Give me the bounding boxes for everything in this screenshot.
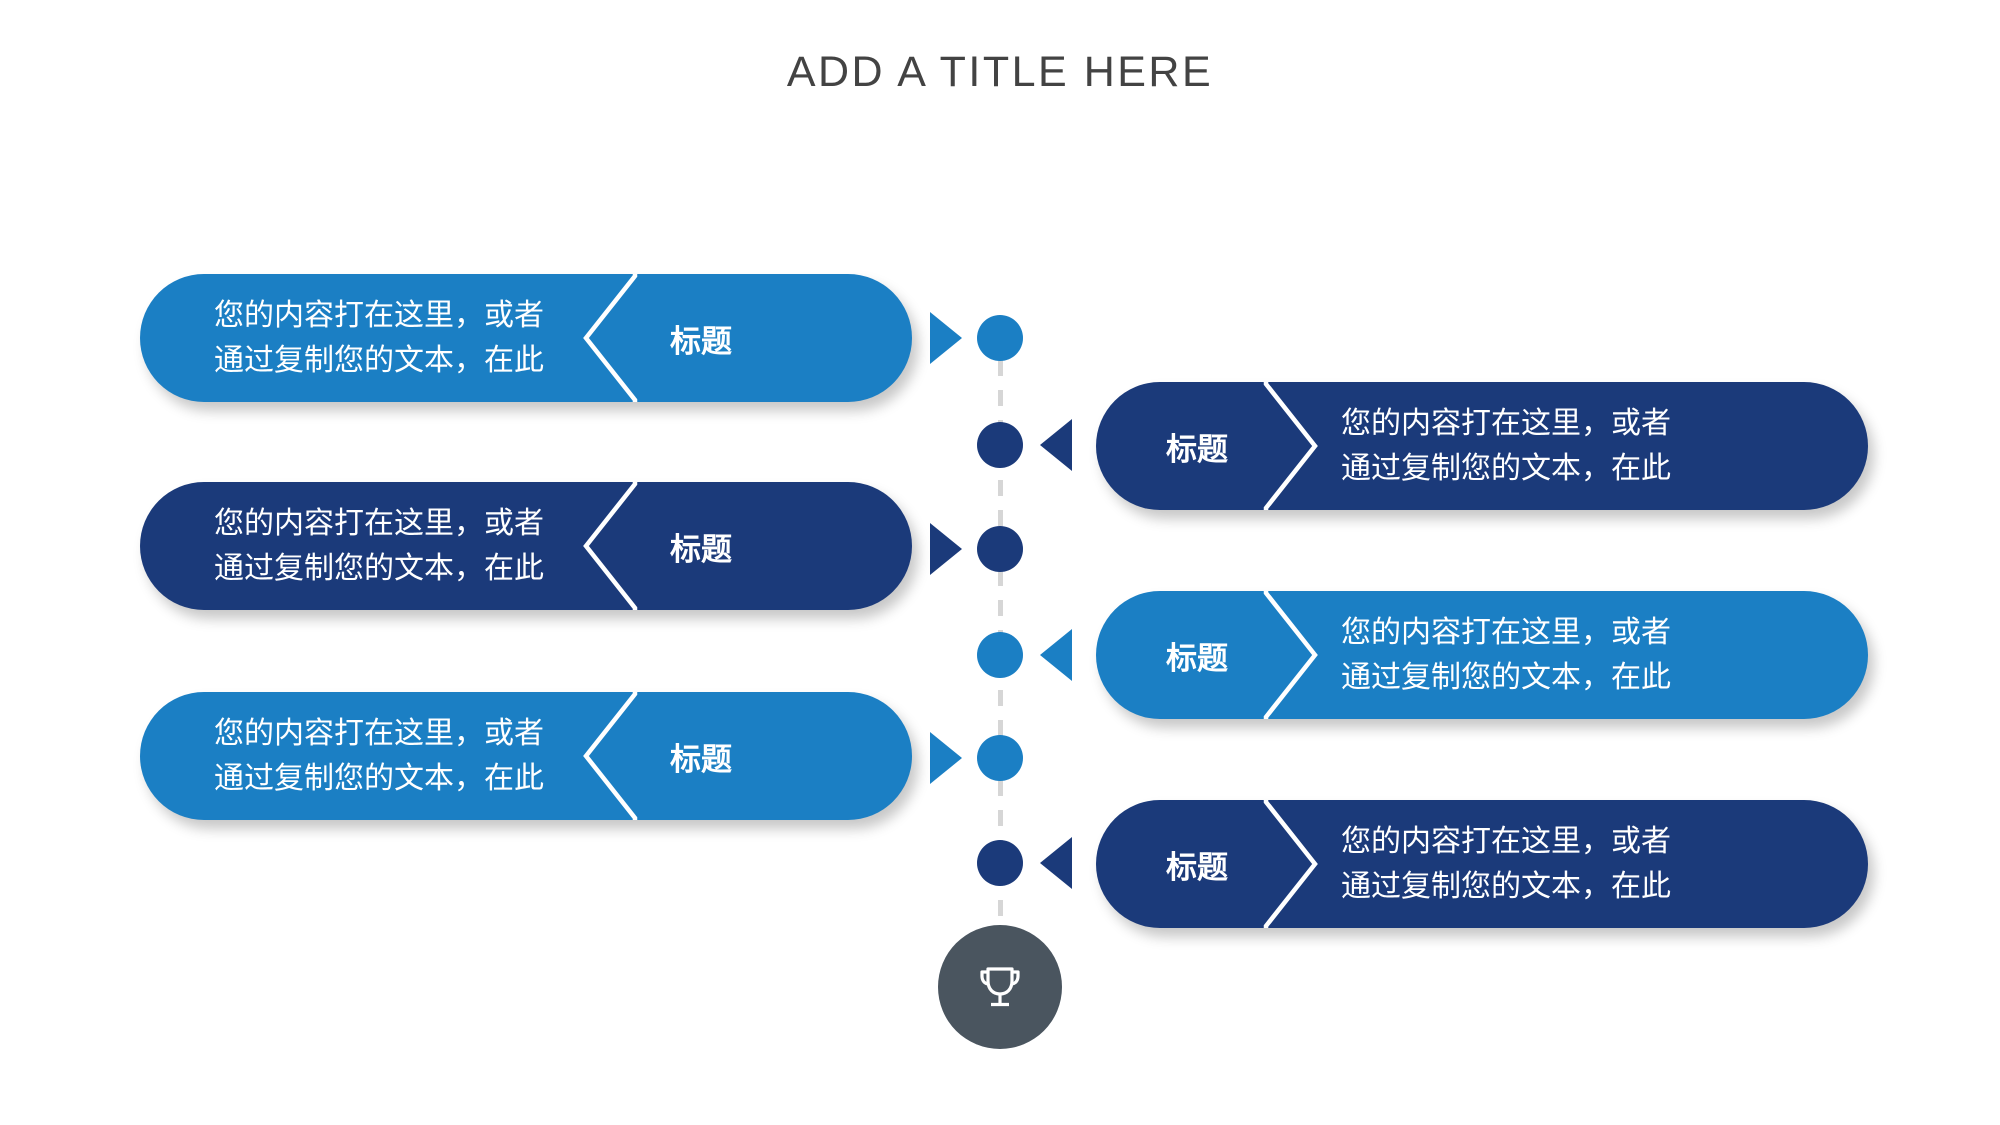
left-card-1-label: 标题 <box>670 323 732 360</box>
timeline-dot-3[interactable] <box>977 526 1023 572</box>
right-card-1[interactable]: 标题 您的内容打在这里，或者 通过复制您的文本，在此 <box>1096 382 1868 510</box>
right-card-2-label: 标题 <box>1166 640 1228 677</box>
right-card-2[interactable]: 标题 您的内容打在这里，或者 通过复制您的文本，在此 <box>1096 591 1868 719</box>
right-card-1-label: 标题 <box>1166 431 1228 468</box>
timeline-dot-1[interactable] <box>977 315 1023 361</box>
arrow-left-item-2 <box>930 523 962 575</box>
timeline-end-medallion[interactable] <box>938 925 1062 1049</box>
left-card-1-body: 您的内容打在这里，或者 通过复制您的文本，在此 <box>214 298 544 378</box>
chevron-right-icon-1 <box>1263 382 1318 510</box>
right-card-2-body: 您的内容打在这里，或者 通过复制您的文本，在此 <box>1341 615 1671 695</box>
chevron-right-icon-2 <box>1263 591 1318 719</box>
timeline-dot-4[interactable] <box>977 632 1023 678</box>
left-card-1[interactable]: 您的内容打在这里，或者 通过复制您的文本，在此 标题 <box>140 274 912 402</box>
right-card-3-body: 您的内容打在这里，或者 通过复制您的文本，在此 <box>1341 824 1671 904</box>
timeline-dot-5[interactable] <box>977 735 1023 781</box>
page-title: ADD A TITLE HERE <box>786 48 1214 96</box>
left-card-2[interactable]: 您的内容打在这里，或者 通过复制您的文本，在此 标题 <box>140 482 912 610</box>
left-card-2-label: 标题 <box>670 531 732 568</box>
trophy-icon <box>980 967 1020 1007</box>
arrow-left-item-1 <box>930 312 962 364</box>
chevron-right-icon-3 <box>1263 800 1318 928</box>
arrow-left-item-3 <box>930 732 962 784</box>
timeline-dot-6[interactable] <box>977 840 1023 886</box>
arrow-right-item-2 <box>1040 629 1072 681</box>
left-card-3[interactable]: 您的内容打在这里，或者 通过复制您的文本，在此 标题 <box>140 692 912 820</box>
left-card-3-label: 标题 <box>670 741 732 778</box>
left-card-3-body: 您的内容打在这里，或者 通过复制您的文本，在此 <box>214 716 544 796</box>
right-card-1-body: 您的内容打在这里，或者 通过复制您的文本，在此 <box>1341 406 1671 486</box>
timeline-dot-2[interactable] <box>977 422 1023 468</box>
right-card-3-label: 标题 <box>1166 849 1228 886</box>
right-card-3[interactable]: 标题 您的内容打在这里，或者 通过复制您的文本，在此 <box>1096 800 1868 928</box>
arrow-right-item-1 <box>1040 419 1072 471</box>
arrow-right-item-3 <box>1040 837 1072 889</box>
left-card-2-body: 您的内容打在这里，或者 通过复制您的文本，在此 <box>214 506 544 586</box>
